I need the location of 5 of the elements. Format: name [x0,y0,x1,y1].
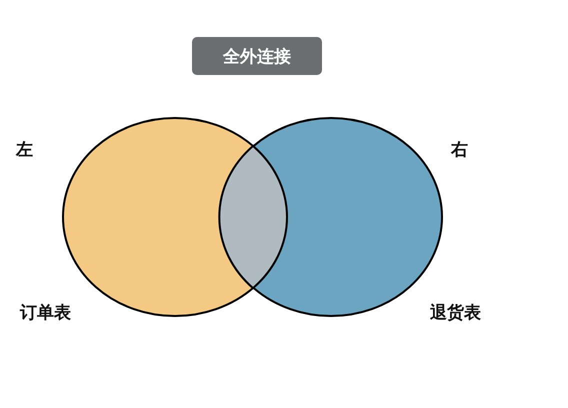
set-label: 退货表 [430,302,481,324]
title-badge: 全外连接 [192,37,322,75]
set-label: 左 [16,139,33,161]
set-label: 右 [451,139,468,161]
set-label: 订单表 [20,302,71,324]
